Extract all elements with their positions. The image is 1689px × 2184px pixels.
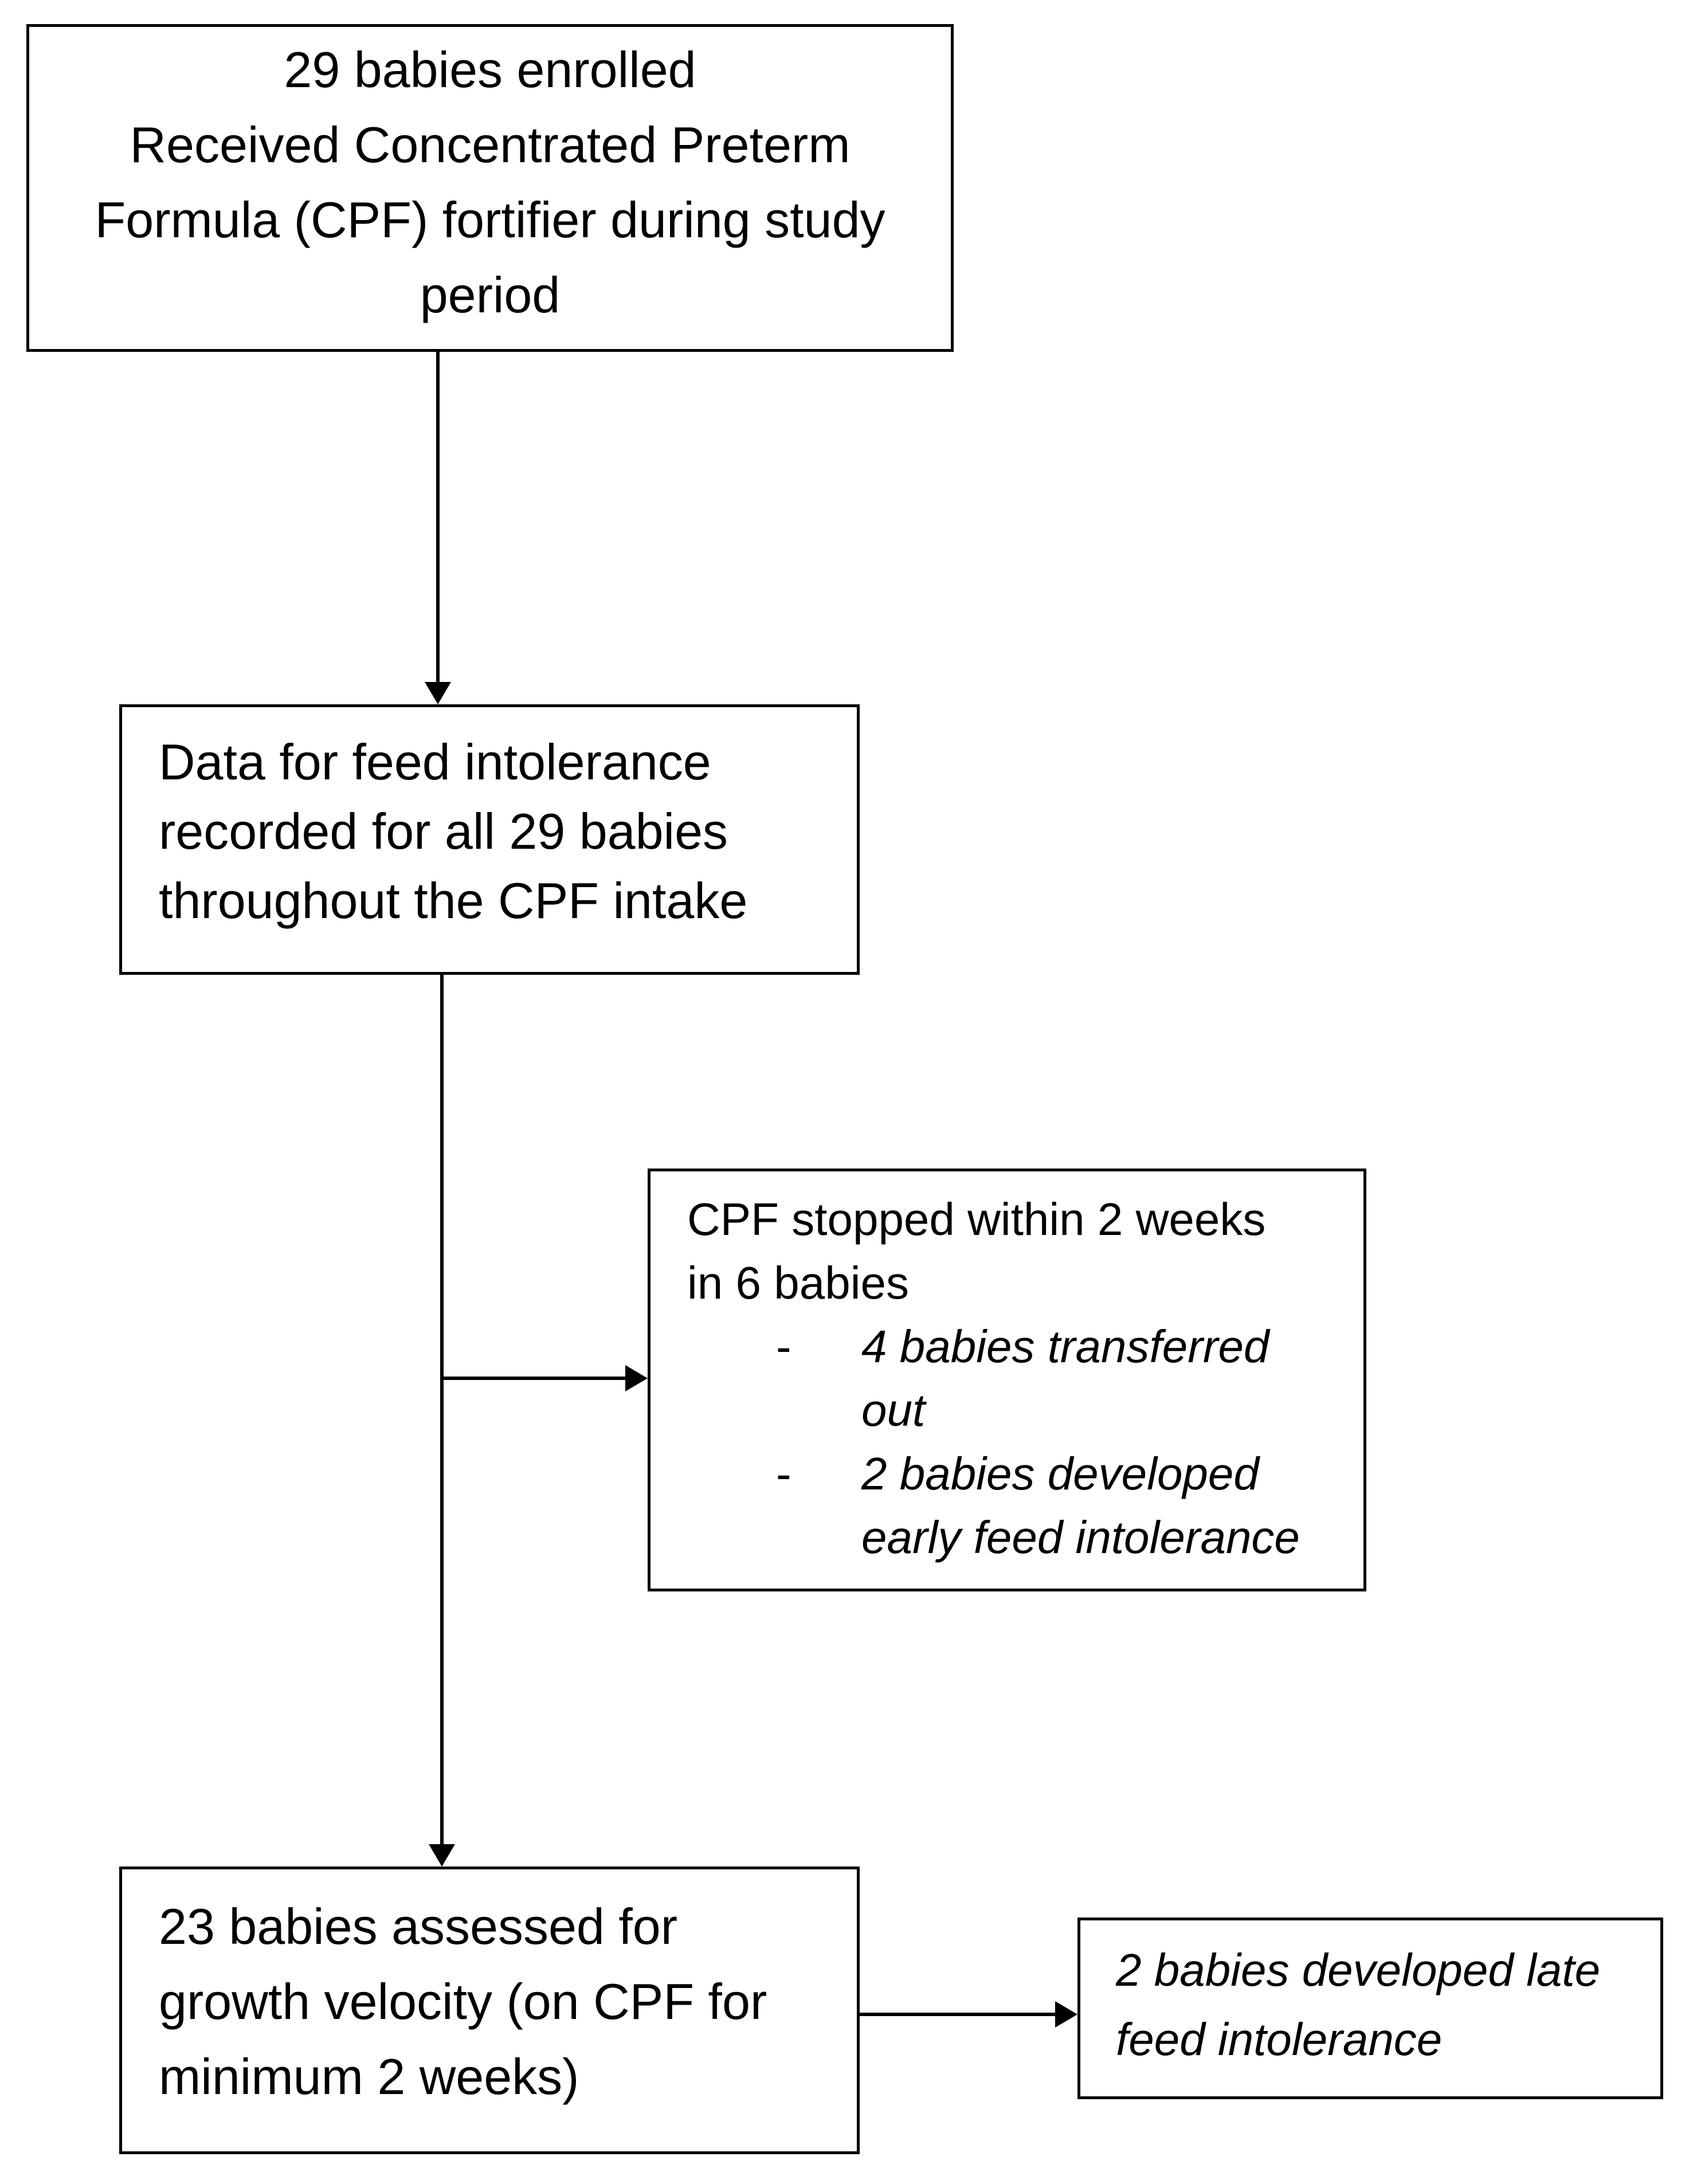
arrowhead-feed-data — [425, 682, 451, 704]
sub-item-line: 4 babies transferred — [861, 1321, 1269, 1372]
sub-item-line: early feed intolerance — [861, 1512, 1300, 1563]
late-line: feed intolerance — [1116, 2014, 1443, 2065]
sub-item-text: 2 babies developed early feed intoleranc… — [861, 1442, 1300, 1569]
stopped-box: CPF stopped within 2 weeks in 6 babies -… — [648, 1169, 1366, 1591]
sub-item-line: out — [861, 1385, 926, 1436]
growth-line: minimum 2 weeks) — [159, 2048, 579, 2105]
late-box: 2 babies developed late feed intolerance — [1077, 1918, 1663, 2099]
enrolled-line: period — [420, 266, 561, 323]
stopped-line: CPF stopped within 2 weeks — [687, 1194, 1266, 1245]
arrowhead-late — [1055, 2001, 1077, 2028]
growth-box: 23 babies assessed for growth velocity (… — [119, 1867, 860, 2154]
feed-data-box: Data for feed intolerance recorded for a… — [119, 704, 860, 975]
stopped-sub-item: - 2 babies developed early feed intolera… — [687, 1442, 1363, 1569]
feed-data-line: recorded for all 29 babies — [159, 803, 728, 860]
arrowhead-growth — [429, 1844, 455, 1867]
bullet-dash: - — [776, 1448, 791, 1499]
enrolled-line: Received Concentrated Preterm — [130, 116, 851, 173]
stopped-line: in 6 babies — [687, 1257, 909, 1308]
enrolled-line: Formula (CPF) fortifier during study — [95, 191, 885, 248]
bullet-dash: - — [776, 1321, 791, 1372]
growth-line: growth velocity (on CPF for — [159, 1973, 767, 2030]
feed-data-line: Data for feed intolerance — [159, 734, 711, 790]
feed-data-line: throughout the CPF intake — [159, 872, 748, 929]
sub-item-line: 2 babies developed — [861, 1448, 1259, 1499]
enrolled-line: 29 babies enrolled — [284, 41, 696, 98]
arrowhead-stopped — [625, 1365, 648, 1391]
stopped-sub-item: - 4 babies transferred out — [687, 1315, 1363, 1442]
late-line: 2 babies developed late — [1116, 1944, 1601, 1995]
growth-line: 23 babies assessed for — [159, 1898, 678, 1955]
sub-item-text: 4 babies transferred out — [861, 1315, 1269, 1442]
enrolled-box: 29 babies enrolled Received Concentrated… — [26, 24, 954, 352]
